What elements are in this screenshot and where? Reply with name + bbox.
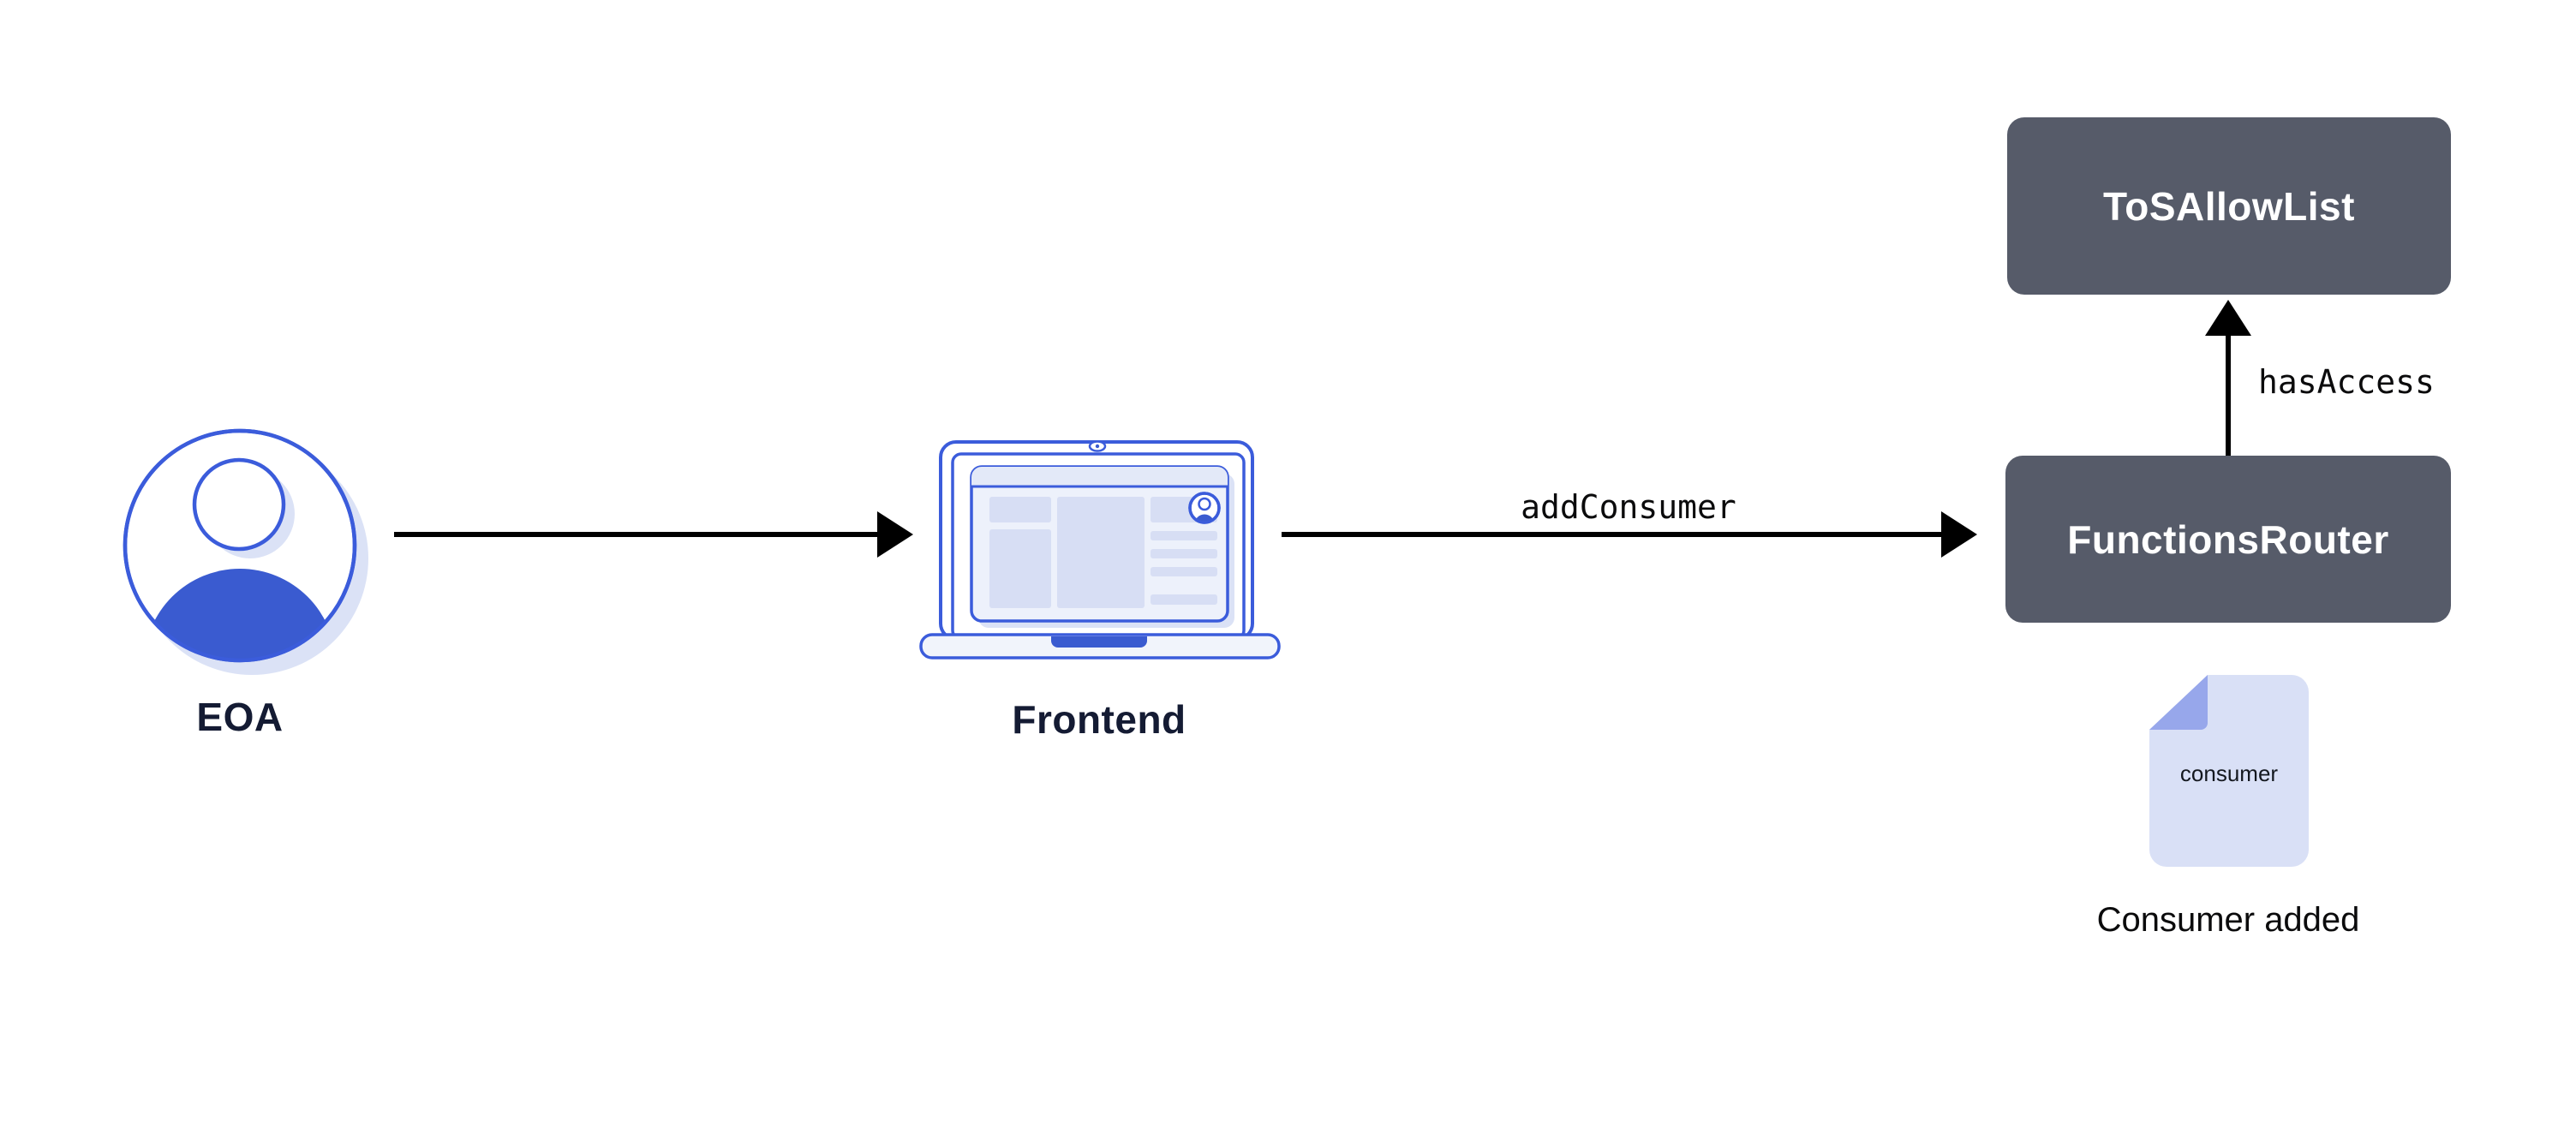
arrow-functionsrouter-to-tosallowlist	[2205, 300, 2251, 456]
node-eoa-label: EOA	[196, 695, 284, 739]
arrow-eoa-to-frontend	[394, 511, 913, 558]
avatar-shoulders	[144, 569, 336, 660]
arrow-frontend-to-functionsrouter	[1282, 511, 1977, 558]
laptop-browser-icon	[919, 440, 1281, 660]
avatar-outer-ring	[123, 428, 357, 663]
browser-avatar-shoulders	[1194, 514, 1215, 522]
node-tos-allow-list-label: ToSAllowList	[2103, 183, 2355, 229]
node-frontend-label: Frontend	[1012, 697, 1186, 742]
edge-label-addconsumer: addConsumer	[1521, 488, 1736, 526]
node-tos-allow-list: ToSAllowList	[2007, 117, 2451, 295]
browser-text-line	[1151, 567, 1217, 576]
document-icon	[2149, 675, 2309, 867]
arrowhead-icon	[1941, 511, 1977, 558]
browser-avatar-head	[1198, 497, 1211, 511]
avatar-head	[192, 457, 286, 552]
browser-text-line	[1151, 549, 1217, 558]
document-file-label: consumer	[2179, 761, 2279, 786]
laptop-notch	[1051, 636, 1147, 648]
browser-text-line	[1151, 594, 1217, 605]
node-functions-router: FunctionsRouter	[2005, 456, 2451, 623]
browser-sidebar-block	[989, 497, 1051, 522]
laptop-camera-dot	[1095, 444, 1100, 449]
node-functions-router-label: FunctionsRouter	[2067, 516, 2389, 562]
user-avatar-icon	[123, 428, 368, 675]
consumer-added-caption: Consumer added	[2096, 901, 2360, 939]
browser-toolbar	[971, 467, 1228, 486]
arrowhead-icon	[877, 511, 913, 558]
browser-text-line	[1151, 531, 1217, 540]
edge-label-hasaccess: hasAccess	[2258, 363, 2435, 401]
browser-sidebar-block	[989, 529, 1051, 608]
document-fold-corner	[2149, 675, 2208, 730]
browser-main-block	[1057, 497, 1145, 608]
browser-avatar-ring	[1188, 492, 1221, 524]
arrowhead-icon	[2205, 300, 2251, 336]
